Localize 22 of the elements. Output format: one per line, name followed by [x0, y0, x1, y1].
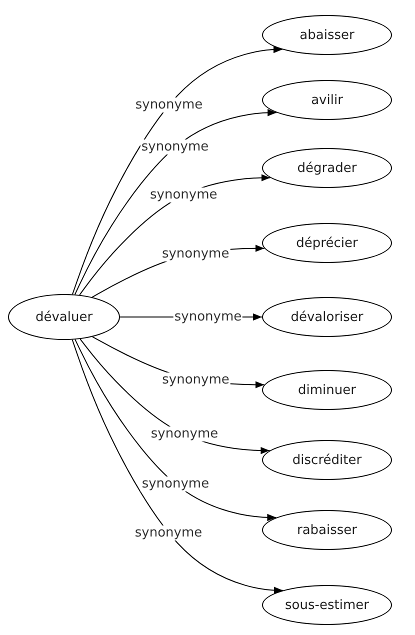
- edge-label: synonyme: [161, 372, 230, 388]
- node-label: rabaisser: [296, 522, 358, 538]
- node-label: abaisser: [300, 28, 354, 42]
- arrow: [74, 109, 278, 295]
- node-label: discréditer: [292, 452, 362, 468]
- edge-label: synonyme: [134, 525, 204, 540]
- edge-label: synonyme: [160, 246, 230, 261]
- edge-label: synonyme: [140, 476, 210, 492]
- node-label: dévaloriser: [290, 310, 364, 324]
- arrow: [72, 46, 283, 295]
- edge-label: synonyme: [149, 188, 218, 203]
- node-label: sous-estimer: [285, 598, 369, 612]
- node-label: dévaluer: [35, 310, 93, 324]
- edge-label: synonyme: [140, 140, 210, 155]
- node-label: dégrader: [297, 160, 357, 176]
- node-label: avilir: [311, 92, 343, 108]
- edge-label: synonyme: [134, 98, 204, 113]
- node-label: déprécier: [296, 236, 358, 250]
- arrow: [72, 339, 284, 594]
- edge-label: synonyme: [150, 426, 220, 442]
- arrow: [74, 339, 277, 522]
- node-label: diminuer: [298, 382, 356, 398]
